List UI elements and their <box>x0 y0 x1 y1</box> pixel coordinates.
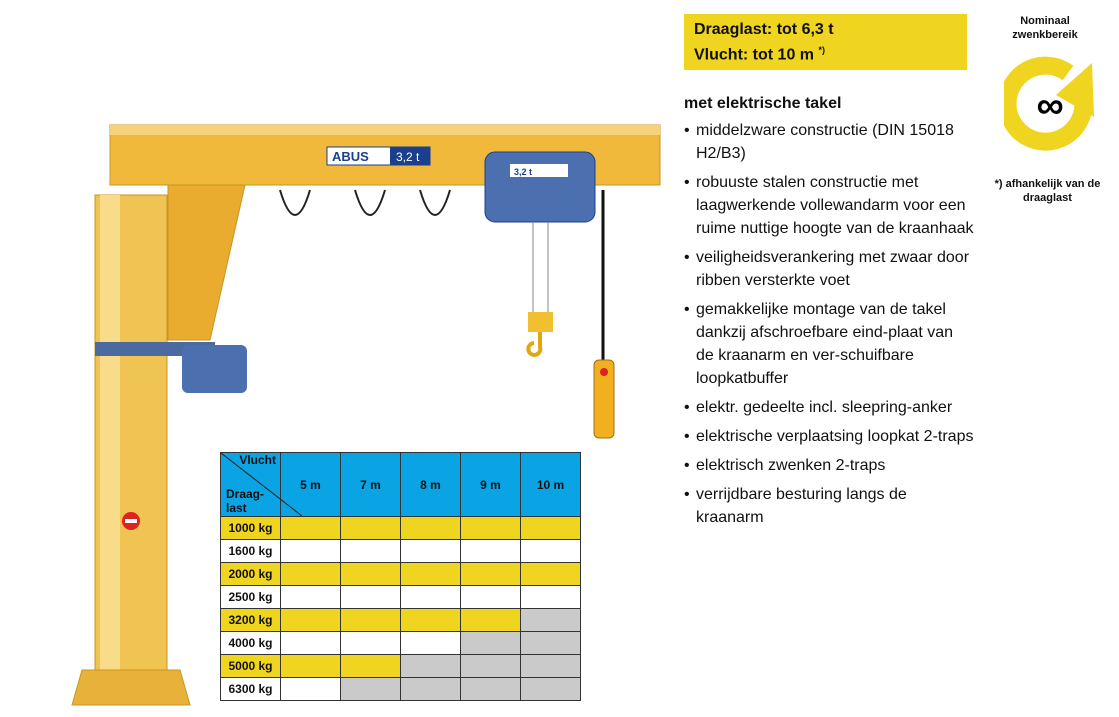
load-cell: 2500 kg <box>220 585 281 609</box>
column-header: 9 m <box>460 452 521 517</box>
spec-box: Draaglast: tot 6,3 t Vlucht: tot 10 m *) <box>684 14 967 70</box>
unavailable-cell <box>520 654 581 678</box>
feature-item: middelzware constructie (DIN 15018 H2/B3… <box>684 119 974 165</box>
table-row: 4000 kg <box>220 631 581 655</box>
available-cell <box>280 677 341 701</box>
available-cell <box>400 539 461 563</box>
unavailable-cell <box>400 677 461 701</box>
available-cell <box>520 562 581 586</box>
hoist-capacity-label: 3,2 t <box>514 167 532 177</box>
load-cell: 4000 kg <box>220 631 281 655</box>
footnote: *) afhankelijk van de draaglast <box>994 178 1101 204</box>
swing-range-icon: ∞ <box>1004 56 1094 151</box>
available-cell <box>280 654 341 678</box>
available-cell <box>280 562 341 586</box>
unavailable-cell <box>520 608 581 632</box>
swing-range-title: Nominaal zwenkbereik <box>1012 15 1078 41</box>
spec-reach: Vlucht: tot 10 m <box>694 46 815 64</box>
available-cell <box>340 516 401 540</box>
available-cell <box>460 516 521 540</box>
column-header: 7 m <box>340 452 401 517</box>
available-cell <box>280 631 341 655</box>
feature-item: elektrisch zwenken 2-traps <box>684 454 974 477</box>
available-cell <box>340 608 401 632</box>
table-row: 2500 kg <box>220 585 581 609</box>
feature-list: met elektrische takel middelzware constr… <box>684 92 974 535</box>
table-row: 5000 kg <box>220 654 581 678</box>
load-cell: 6300 kg <box>220 677 281 701</box>
unavailable-cell <box>400 654 461 678</box>
available-cell <box>400 562 461 586</box>
feature-item: elektrische verplaatsing loopkat 2-traps <box>684 425 974 448</box>
available-cell <box>340 562 401 586</box>
arm-capacity-label: 3,2 t <box>396 150 420 164</box>
available-cell <box>280 539 341 563</box>
feature-item: gemakkelijke montage van de takel dankzi… <box>684 298 974 390</box>
unavailable-cell <box>340 677 401 701</box>
unavailable-cell <box>460 677 521 701</box>
available-cell <box>280 516 341 540</box>
table-row: 1600 kg <box>220 539 581 563</box>
load-cell: 1600 kg <box>220 539 281 563</box>
available-cell <box>520 516 581 540</box>
infinity-symbol: ∞ <box>1036 85 1063 127</box>
spec-capacity: Draaglast: tot 6,3 t <box>694 21 834 38</box>
available-cell <box>400 516 461 540</box>
available-cell <box>460 562 521 586</box>
column-header: 10 m <box>520 452 581 517</box>
spec-footnote-mark: *) <box>818 45 825 55</box>
table-row: 6300 kg <box>220 677 581 701</box>
load-cell: 5000 kg <box>220 654 281 678</box>
feature-item: verrijdbare besturing langs de kraanarm <box>684 483 974 529</box>
available-cell <box>340 654 401 678</box>
unavailable-cell <box>460 654 521 678</box>
unavailable-cell <box>460 631 521 655</box>
corner-reach-label: Vlucht <box>239 453 276 467</box>
available-cell <box>460 585 521 609</box>
available-cell <box>340 539 401 563</box>
load-cell: 3200 kg <box>220 608 281 632</box>
unavailable-cell <box>520 677 581 701</box>
available-cell <box>400 585 461 609</box>
available-cell <box>400 608 461 632</box>
brand-label: ABUS <box>332 149 369 164</box>
table-row: 3200 kg <box>220 608 581 632</box>
available-cell <box>340 631 401 655</box>
unavailable-cell <box>520 631 581 655</box>
corner-load-label: Draag-last <box>226 487 265 515</box>
available-cell <box>460 608 521 632</box>
available-cell <box>280 585 341 609</box>
available-cell <box>280 608 341 632</box>
load-cell: 2000 kg <box>220 562 281 586</box>
available-cell <box>460 539 521 563</box>
available-cell <box>340 585 401 609</box>
table-row: 1000 kg <box>220 516 581 540</box>
feature-item: robuuste stalen constructie met laagwerk… <box>684 171 974 240</box>
available-cell <box>400 631 461 655</box>
feature-item: veiligheidsverankering met zwaar door ri… <box>684 246 974 292</box>
column-header: 8 m <box>400 452 461 517</box>
table-row: 2000 kg <box>220 562 581 586</box>
feature-item: elektr. gedeelte incl. sleepring-anker <box>684 396 974 419</box>
available-cell <box>520 539 581 563</box>
available-cell <box>520 585 581 609</box>
jib-crane-illustration: ABUS 3,2 t 3,2 t <box>71 124 661 706</box>
feature-heading: met elektrische takel <box>684 95 842 112</box>
load-cell: 1000 kg <box>220 516 281 540</box>
